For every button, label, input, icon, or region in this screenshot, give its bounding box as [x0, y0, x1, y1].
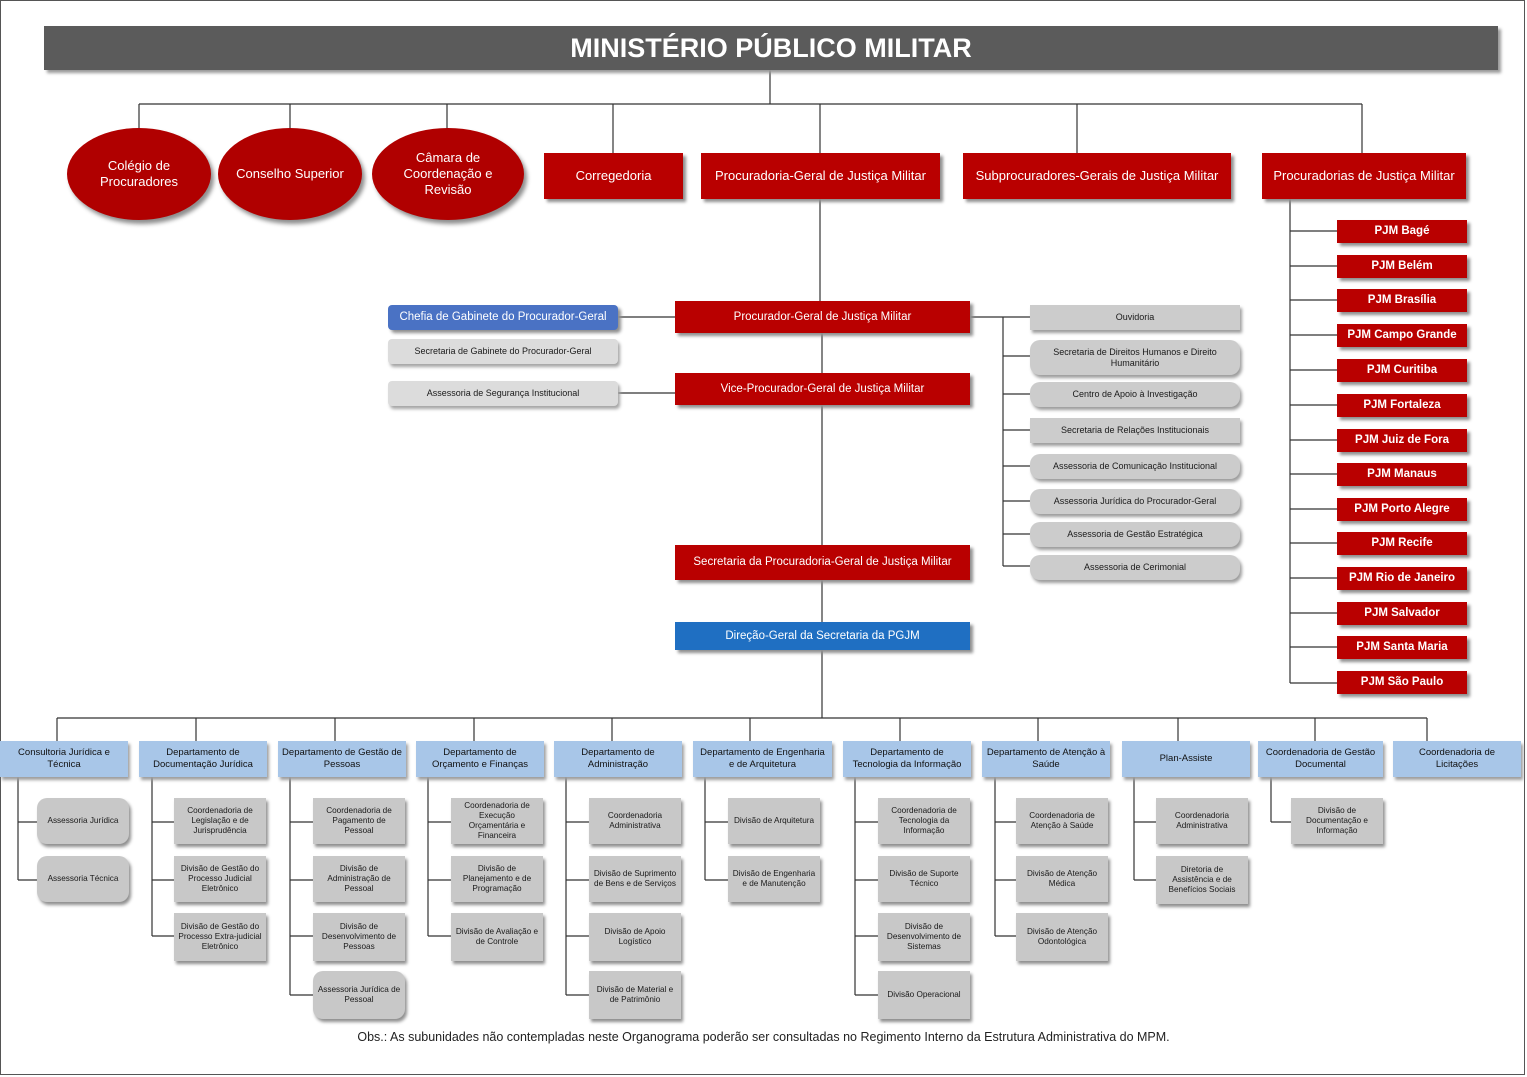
department-box: Consultoria Jurídica e Técnica — [0, 741, 128, 777]
subunit-box: Diretoria de Assistência e de Benefícios… — [1156, 856, 1248, 904]
subunit-box: Divisão de Material e de Patrimônio — [589, 971, 681, 1019]
subprocuradores-box: Subprocuradores-Gerais de Justiça Milita… — [963, 153, 1231, 199]
subunit-box: Assessoria Jurídica — [37, 798, 129, 844]
subunit-box: Assessoria Jurídica de Pessoal — [313, 971, 405, 1019]
department-box: Departamento de Tecnologia da Informação — [843, 741, 971, 777]
subunit-box: Divisão de Desenvolvimento de Pessoas — [313, 913, 405, 961]
subunit-box: Coordenadoria de Execução Orçamentária e… — [451, 798, 543, 844]
right-unit: Centro de Apoio à Investigação — [1030, 382, 1240, 407]
subunit-box: Divisão Operacional — [878, 971, 970, 1019]
subunit-box: Divisão de Gestão do Processo Extra-judi… — [174, 913, 266, 961]
subunit-box: Divisão de Suprimento de Bens e de Servi… — [589, 856, 681, 902]
camara-oval: Câmara de Coordenação e Revisão — [372, 128, 524, 220]
subunit-box: Coordenadoria de Tecnologia da Informaçã… — [878, 798, 970, 844]
subunit-box: Divisão de Engenharia e de Manutenção — [728, 856, 820, 902]
department-box: Departamento de Documentação Jurídica — [139, 741, 267, 777]
subunit-box: Divisão de Apoio Logístico — [589, 913, 681, 961]
pgjm-box: Procuradoria-Geral de Justiça Militar — [701, 153, 940, 199]
subunit-box: Coordenadoria de Atenção à Saúde — [1016, 798, 1108, 844]
pjm-item: PJM Porto Alegre — [1337, 498, 1467, 521]
pjm-item: PJM Santa Maria — [1337, 636, 1467, 659]
subunit-box: Divisão de Atenção Odontológica — [1016, 913, 1108, 961]
pjm-item: PJM Recife — [1337, 532, 1467, 555]
secretaria-gabinete-box: Secretaria de Gabinete do Procurador-Ger… — [388, 339, 618, 364]
department-box: Coordenadoria de Gestão Documental — [1258, 741, 1383, 777]
subunit-box: Divisão de Arquitetura — [728, 798, 820, 844]
secretaria-pgjm-box: Secretaria da Procuradoria-Geral de Just… — [675, 545, 970, 580]
pjm-item: PJM Rio de Janeiro — [1337, 567, 1467, 590]
subunit-box: Divisão de Atenção Médica — [1016, 856, 1108, 902]
pjm-item: PJM Belém — [1337, 255, 1467, 278]
department-box: Departamento de Engenharia e de Arquitet… — [693, 741, 832, 777]
seguranca-institucional-box: Assessoria de Segurança Institucional — [388, 381, 618, 406]
subunit-box: Divisão de Documentação e Informação — [1291, 798, 1383, 844]
right-unit: Assessoria de Comunicação Institucional — [1030, 454, 1240, 479]
pjm-item: PJM Manaus — [1337, 463, 1467, 486]
department-box: Departamento de Orçamento e Finanças — [416, 741, 544, 777]
pjm-item: PJM Brasília — [1337, 289, 1467, 312]
subunit-box: Divisão de Suporte Técnico — [878, 856, 970, 902]
pjm-item: PJM Juiz de Fora — [1337, 429, 1467, 452]
procurador-geral-box: Procurador-Geral de Justiça Militar — [675, 301, 970, 333]
procuradorias-box: Procuradorias de Justiça Militar — [1262, 153, 1466, 199]
right-unit: Secretaria de Relações Institucionais — [1030, 418, 1240, 443]
subunit-box: Divisão de Desenvolvimento de Sistemas — [878, 913, 970, 961]
subunit-box: Divisão de Planejamento e de Programação — [451, 856, 543, 902]
vice-procurador-box: Vice-Procurador-Geral de Justiça Militar — [675, 373, 970, 405]
corregedoria-box: Corregedoria — [544, 153, 683, 199]
colegio-oval: Colégio de Procuradores — [67, 128, 211, 220]
subunit-box: Divisão de Administração de Pessoal — [313, 856, 405, 902]
department-box: Coordenadoria de Licitações — [1393, 741, 1521, 777]
direcao-geral-box: Direção-Geral da Secretaria da PGJM — [675, 622, 970, 650]
department-box: Departamento de Administração — [554, 741, 682, 777]
chefia-gabinete-box: Chefia de Gabinete do Procurador-Geral — [388, 305, 618, 330]
footnote: Obs.: As subunidades não contempladas ne… — [357, 1030, 1170, 1044]
department-box: Plan-Assiste — [1122, 741, 1250, 777]
right-unit: Assessoria de Gestão Estratégica — [1030, 522, 1240, 547]
department-box: Departamento de Atenção à Saúde — [982, 741, 1110, 777]
subunit-box: Assessoria Técnica — [37, 856, 129, 902]
subunit-box: Divisão de Gestão do Processo Judicial E… — [174, 856, 266, 902]
pjm-item: PJM Curitiba — [1337, 359, 1467, 382]
right-unit: Secretaria de Direitos Humanos e Direito… — [1030, 340, 1240, 375]
pjm-item: PJM Fortaleza — [1337, 394, 1467, 417]
right-unit: Assessoria de Cerimonial — [1030, 555, 1240, 580]
subunit-box: Coordenadoria Administrativa — [1156, 798, 1248, 844]
department-box: Departamento de Gestão de Pessoas — [278, 741, 406, 777]
conselho-oval: Conselho Superior — [218, 128, 362, 220]
right-unit: Assessoria Jurídica do Procurador-Geral — [1030, 489, 1240, 514]
subunit-box: Coordenadoria de Pagamento de Pessoal — [313, 798, 405, 844]
subunit-box: Divisão de Avaliação e de Controle — [451, 913, 543, 961]
page-title: MINISTÉRIO PÚBLICO MILITAR — [44, 26, 1498, 70]
pjm-item: PJM Campo Grande — [1337, 324, 1467, 347]
pjm-item: PJM Bagé — [1337, 220, 1467, 243]
subunit-box: Coordenadoria Administrativa — [589, 798, 681, 844]
subunit-box: Coordenadoria de Legislação e de Jurispr… — [174, 798, 266, 844]
pjm-item: PJM Salvador — [1337, 602, 1467, 625]
right-unit: Ouvidoria — [1030, 305, 1240, 330]
pjm-item: PJM São Paulo — [1337, 671, 1467, 694]
